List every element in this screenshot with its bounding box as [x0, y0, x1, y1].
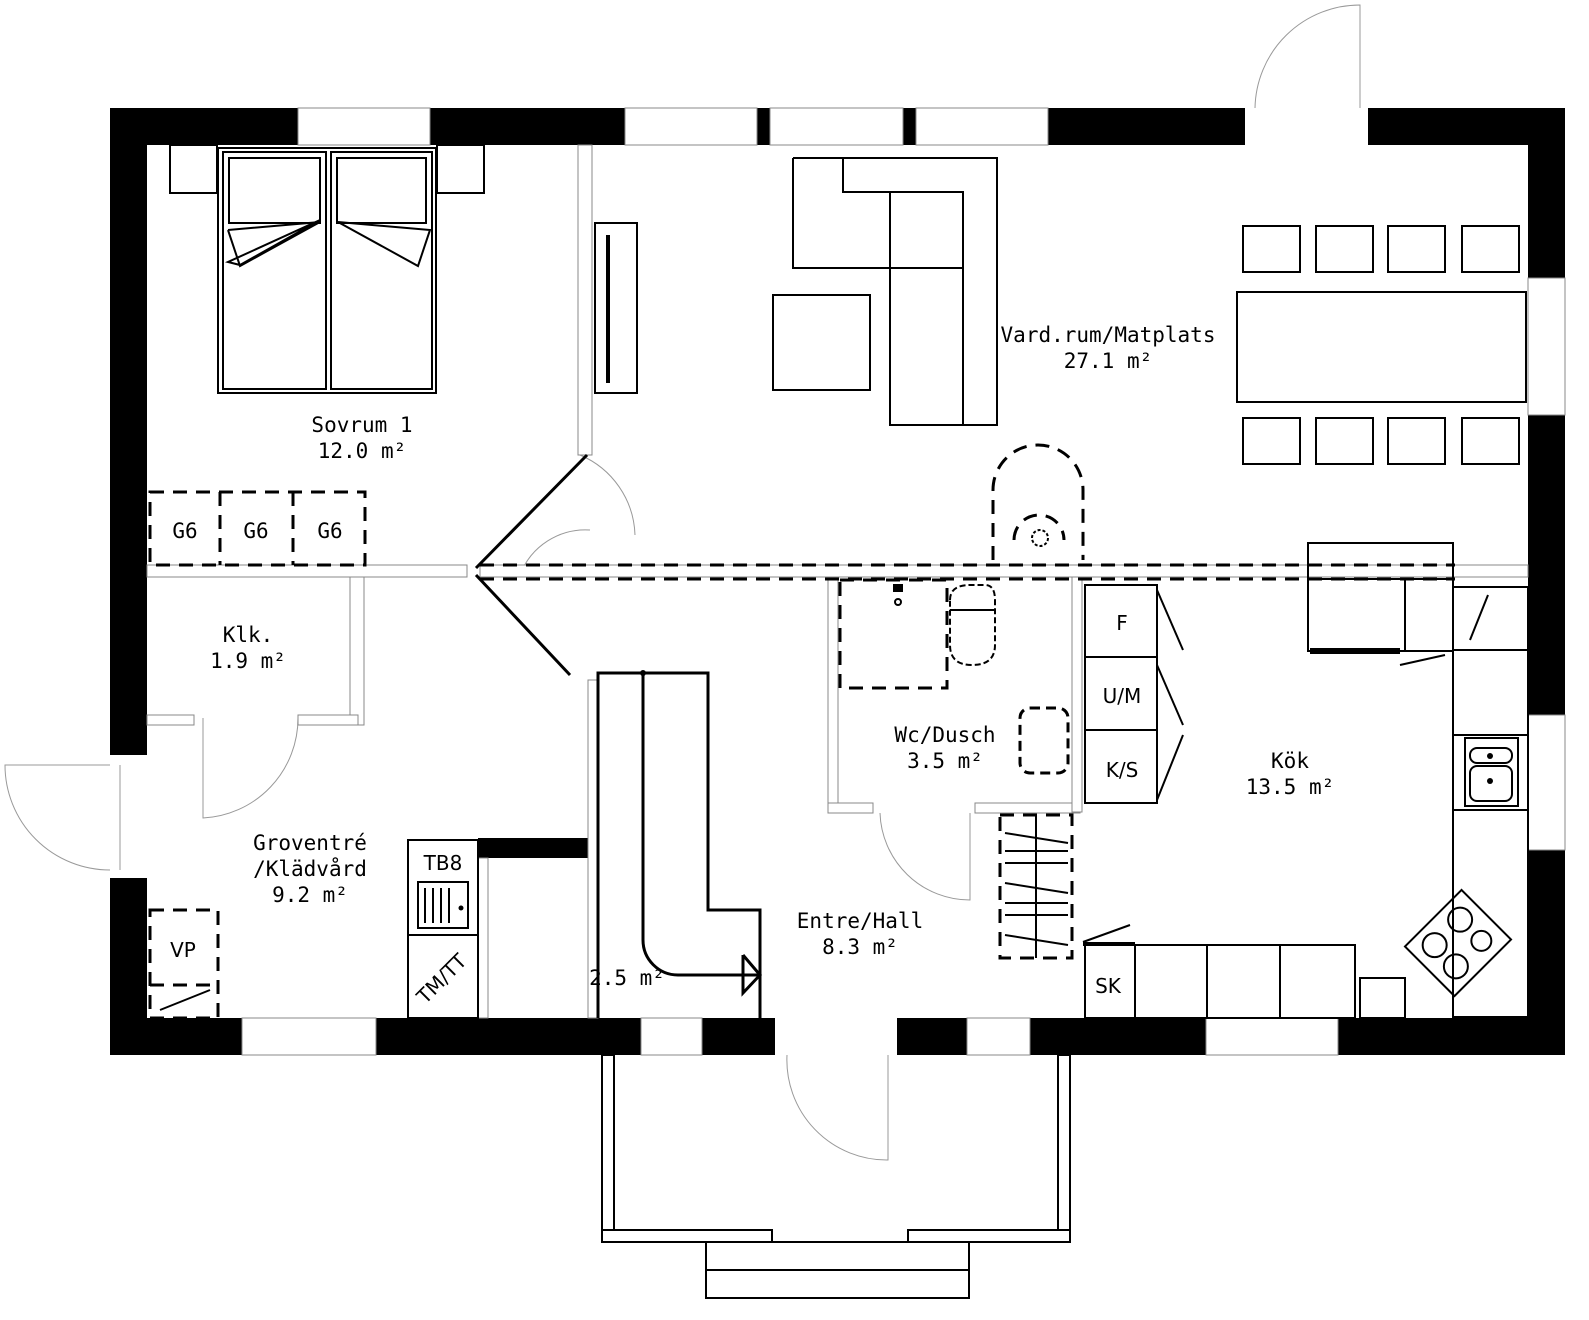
door-swings	[4, 4, 1361, 1161]
room-name-kok: Kök	[1271, 749, 1309, 773]
room-area-kok: 13.5 m²	[1246, 775, 1335, 799]
oven-label: U/M	[1103, 684, 1142, 708]
wc-fixtures	[838, 578, 1070, 775]
wardrobe: G6 G6 G6	[148, 490, 367, 567]
stairs	[596, 670, 763, 1018]
room-area-entre: 8.3 m²	[822, 935, 898, 959]
fireplace	[991, 443, 1085, 560]
wardrobe-label: G6	[317, 519, 342, 543]
kitchen-units: F U/M K/S	[1082, 542, 1529, 1019]
room-area-vardrum: 27.1 m²	[1064, 349, 1153, 373]
tmtt-label: TM/TT	[411, 948, 472, 1009]
tv-bench	[594, 222, 638, 394]
freezer-label: K/S	[1106, 758, 1139, 782]
room-name-wc: Wc/Dusch	[894, 723, 995, 747]
room-name-groventre: Groventré	[253, 831, 367, 855]
interior-walls	[146, 144, 1529, 1019]
room-area-groventre: 9.2 m²	[272, 883, 348, 907]
room-name-klk: Klk.	[223, 623, 274, 647]
exterior-walls	[110, 108, 1565, 1055]
room-area-stairs: 2.5 m²	[589, 966, 665, 990]
vp-label: VP	[170, 938, 196, 962]
porch	[601, 1054, 1071, 1299]
sofa	[772, 157, 998, 426]
bed	[169, 144, 485, 394]
wardrobe-label: G6	[172, 519, 197, 543]
room-labels: Sovrum 1 12.0 m² Vard.rum/Matplats 27.1 …	[210, 323, 1334, 990]
vp-unit: VP	[148, 908, 220, 1020]
windows	[241, 107, 1566, 1056]
room-name-entre: Entre/Hall	[797, 909, 923, 933]
fridge-label: F	[1116, 611, 1128, 635]
laundry-unit: TB8 TM/TT	[407, 839, 479, 1019]
room-area-klk: 1.9 m²	[210, 649, 286, 673]
room-name-vardrum: Vard.rum/Matplats	[1001, 323, 1216, 347]
room-name-sovrum1: Sovrum 1	[311, 413, 412, 437]
dining-table	[1236, 225, 1527, 465]
room-name-kladvard: /Klädvård	[253, 856, 367, 881]
sk-label: SK	[1095, 974, 1122, 998]
tb8-label: TB8	[423, 851, 463, 875]
shoe-rack	[998, 813, 1074, 960]
room-area-wc: 3.5 m²	[907, 749, 983, 773]
wardrobe-label: G6	[243, 519, 268, 543]
room-area-sovrum1: 12.0 m²	[318, 439, 407, 463]
